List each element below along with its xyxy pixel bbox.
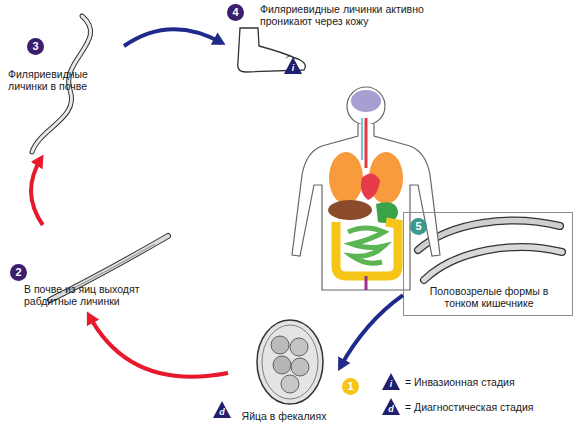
callout-number: 5 <box>410 218 427 235</box>
callout-number: 1 <box>342 378 359 395</box>
lifecycle-arrow <box>89 315 228 377</box>
legend-text: = Инвазионная стадия <box>405 376 515 388</box>
stage-caption: В почве из яиц выходят рабдитные личинки <box>24 283 174 307</box>
stage-text: Яйца в фекалиях <box>228 318 340 428</box>
callout-number: 2 <box>10 264 27 281</box>
lifecycle-arrow <box>340 295 403 367</box>
stage-symbol: i <box>284 63 302 73</box>
legend-symbol: d <box>382 404 400 414</box>
stage-text: В почве из яиц выходят рабдитные личинки <box>6 225 190 315</box>
adult-worm-box: Половозрелые формы в тонком кишечнике <box>403 212 573 316</box>
lifecycle-arrow <box>31 158 43 225</box>
legend-text: = Диагностическая стадия <box>405 401 534 413</box>
stage-symbol: d <box>213 407 231 417</box>
stage-text: Филяриевидные личинки в почве <box>6 18 124 158</box>
stage-caption: Яйца в фекалиях <box>228 410 340 422</box>
legend-symbol: i <box>382 379 400 389</box>
lifecycle-arrow <box>124 29 222 46</box>
stage-caption: Половозрелые формы в тонком кишечнике <box>429 285 549 309</box>
callout-number: 3 <box>27 38 44 55</box>
stage-caption: Филяриевидные личинки в почве <box>8 68 98 92</box>
callout-number: 4 <box>227 4 244 21</box>
stage-text: Филяриевидные личинки активно проникают … <box>222 0 474 78</box>
stage-caption: Филяриевидные личинки активно проникают … <box>260 3 435 27</box>
